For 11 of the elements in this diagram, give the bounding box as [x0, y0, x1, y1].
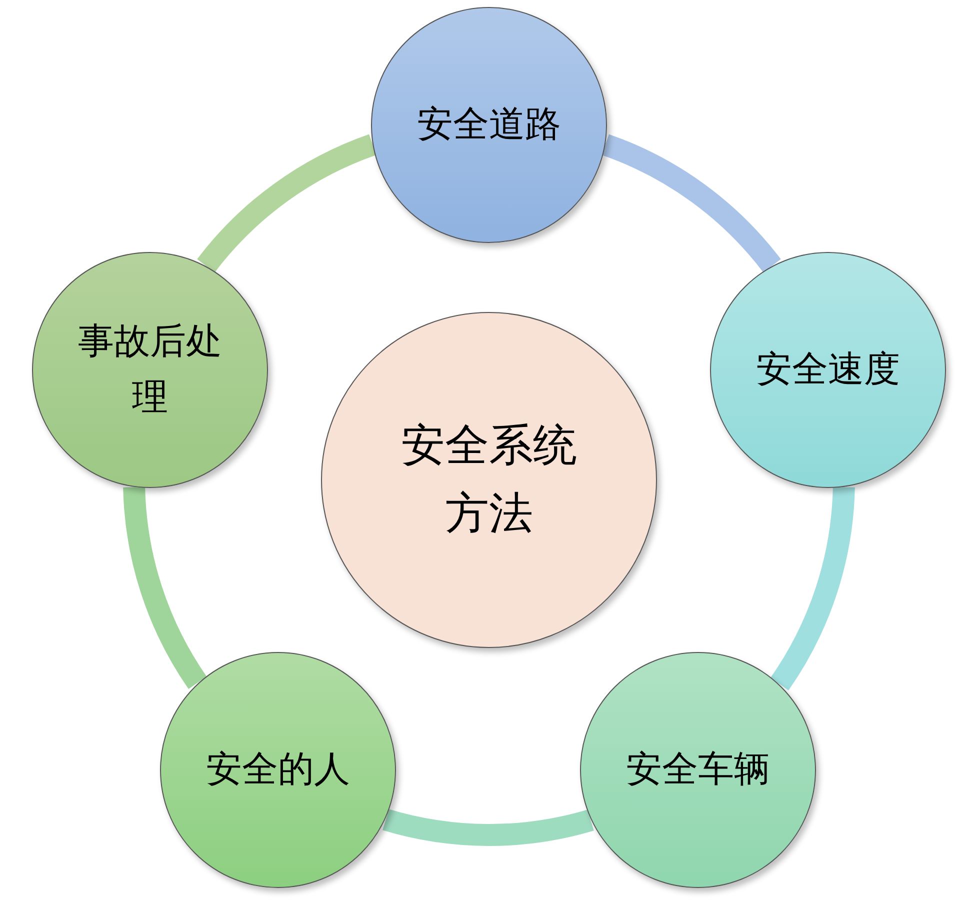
topic-circle: 安全系统方法	[321, 312, 657, 648]
ring-segment	[770, 486, 855, 690]
ring-segment	[123, 486, 207, 688]
ring-segment	[601, 134, 780, 273]
topic-circle: 安全的人	[160, 652, 396, 888]
topic-circle: 事故后处理	[32, 252, 268, 488]
ring-segment	[383, 808, 594, 846]
topic-circle: 安全道路	[371, 7, 607, 243]
topic-circle: 安全速度	[710, 252, 946, 488]
topic-circle: 安全车辆	[580, 652, 816, 888]
ring-segment	[198, 134, 377, 273]
